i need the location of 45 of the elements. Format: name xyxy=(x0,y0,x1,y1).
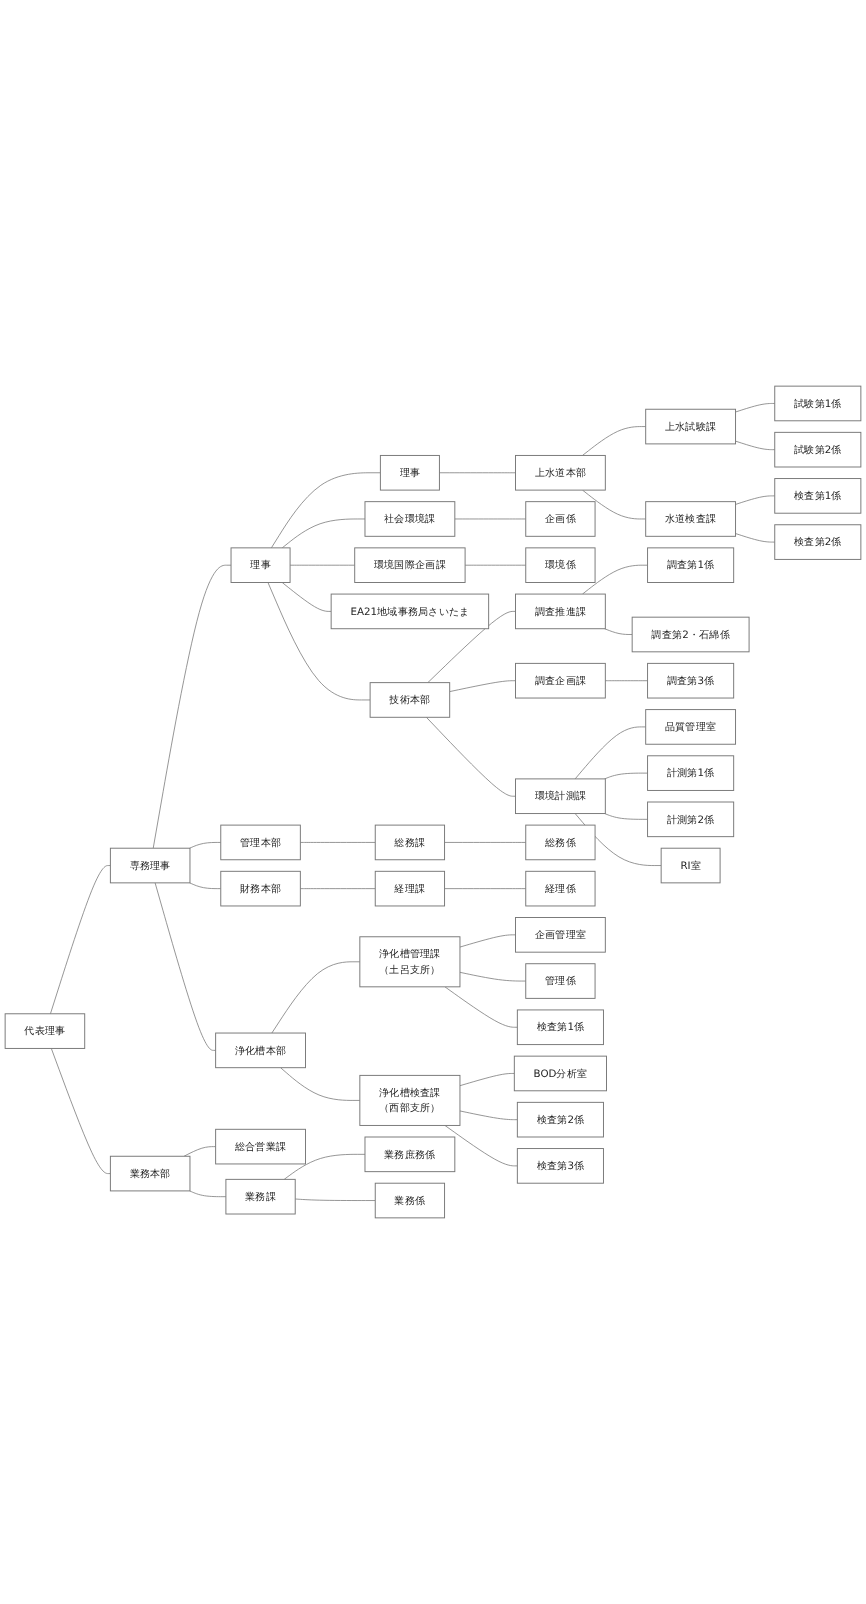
connector xyxy=(449,680,516,692)
connector xyxy=(189,882,222,890)
connector xyxy=(271,961,361,1034)
connector xyxy=(574,726,647,780)
connector xyxy=(299,842,376,843)
connector xyxy=(604,813,648,820)
connector xyxy=(735,403,776,413)
connector xyxy=(189,1190,227,1198)
connector xyxy=(439,472,516,474)
connector xyxy=(459,934,516,948)
connector xyxy=(464,564,527,566)
connector xyxy=(189,842,222,849)
connector xyxy=(281,518,366,549)
connector xyxy=(294,1198,376,1201)
connector xyxy=(582,426,647,456)
connector xyxy=(426,716,516,797)
connector xyxy=(299,888,376,890)
connector xyxy=(735,495,776,505)
connector xyxy=(604,680,648,682)
connector xyxy=(444,842,527,843)
connector xyxy=(427,611,516,683)
connector xyxy=(444,888,527,890)
connector xyxy=(582,489,647,520)
connector xyxy=(459,1073,515,1087)
connector xyxy=(444,1125,518,1167)
connector xyxy=(454,518,527,520)
connector xyxy=(281,582,332,612)
connector xyxy=(283,1153,366,1180)
connector xyxy=(154,882,216,1051)
connector xyxy=(183,1146,216,1157)
connector xyxy=(604,628,633,635)
connector xyxy=(459,971,527,982)
connector xyxy=(444,986,518,1028)
connector xyxy=(50,865,111,1015)
connector xyxy=(50,1048,111,1174)
connector xyxy=(267,582,371,701)
connector xyxy=(735,440,776,451)
connector xyxy=(582,564,648,595)
connector xyxy=(604,772,648,780)
connector xyxy=(280,1067,361,1101)
connector xyxy=(271,472,381,549)
connector xyxy=(152,564,232,849)
connector xyxy=(289,564,356,566)
connector xyxy=(735,533,776,543)
connector xyxy=(459,1110,518,1121)
